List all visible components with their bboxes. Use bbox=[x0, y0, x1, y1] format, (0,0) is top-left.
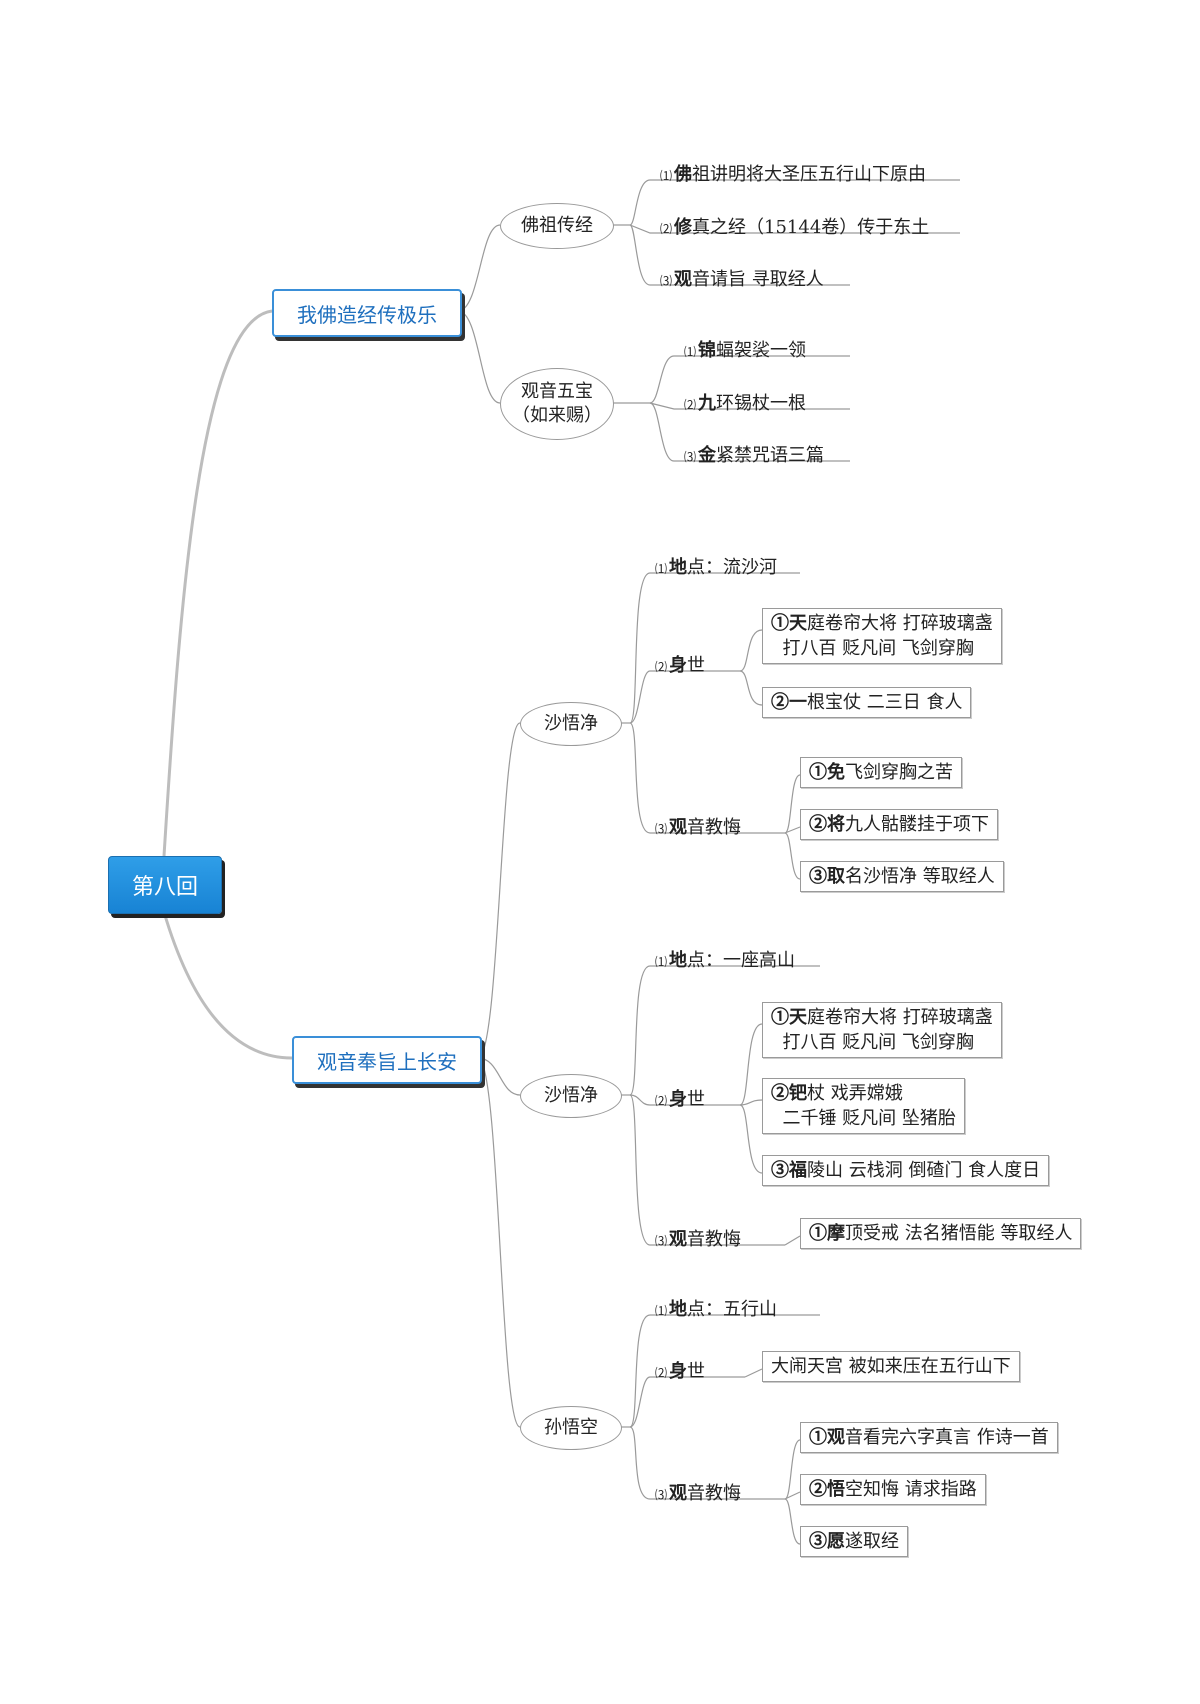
leaf-item: ⑵身世 bbox=[655, 1361, 706, 1382]
leaf-item: ⑴地点：一座高山 bbox=[655, 950, 796, 971]
subtopic-guanyin-wubao[interactable]: 观音五宝 （如来赐） bbox=[500, 368, 614, 440]
connector-line bbox=[629, 179, 960, 226]
leaf-item: ⑴地点：五行山 bbox=[655, 1299, 778, 1320]
connector-line bbox=[784, 1439, 801, 1500]
connector-line bbox=[739, 670, 763, 706]
connector-line bbox=[784, 1491, 801, 1500]
detail-box: ②一根宝仗 二三日 食人 bbox=[762, 687, 972, 718]
leaf-item: ⑵修真之经（15144卷）传于东土 bbox=[660, 217, 930, 238]
leaf-item: ⑴锦蝠袈裟一领 bbox=[684, 340, 807, 361]
leaf-item: ⑴佛祖讲明将大圣压五行山下原由 bbox=[660, 164, 927, 185]
detail-box: ②钯杖 戏弄嫦娥 二千锤 贬凡间 坠猪胎 bbox=[762, 1078, 965, 1134]
detail-box: ②将九人骷髅挂于项下 bbox=[800, 809, 998, 840]
connector-line bbox=[739, 629, 763, 672]
detail-box: ①免飞剑穿胸之苦 bbox=[800, 757, 962, 788]
connector-line bbox=[629, 1094, 740, 1106]
connector-line bbox=[744, 1368, 763, 1378]
connector-line bbox=[629, 1426, 785, 1500]
connector-line bbox=[629, 670, 740, 724]
subtopic-sun-wukong[interactable]: 孙悟空 bbox=[520, 1406, 622, 1450]
leaf-item: ⑵身世 bbox=[655, 1089, 706, 1110]
detail-box: ②悟空知悔 请求指路 bbox=[800, 1474, 986, 1505]
detail-box: ①观音看完六字真言 作诗一首 bbox=[800, 1422, 1058, 1453]
connector-line bbox=[784, 1498, 801, 1545]
connector-line bbox=[457, 310, 501, 404]
connector-line bbox=[477, 1057, 521, 1428]
connector-line bbox=[784, 826, 801, 834]
connector-line bbox=[477, 722, 521, 1059]
leaf-item: ⑶观音请旨 寻取经人 bbox=[660, 269, 824, 290]
connector-line bbox=[629, 1094, 785, 1246]
branch-node-2[interactable]: 观音奉旨上长安 bbox=[292, 1036, 482, 1084]
connector-line bbox=[162, 309, 273, 857]
subtopic-sha-wujing-2[interactable]: 沙悟净 bbox=[520, 1074, 622, 1118]
leaf-item: ⑴地点：流沙河 bbox=[655, 557, 778, 578]
connector-line bbox=[784, 1235, 801, 1246]
connector-line bbox=[629, 965, 820, 1096]
connector-line bbox=[629, 224, 960, 234]
connector-line bbox=[162, 911, 293, 1060]
connector-line bbox=[629, 572, 800, 724]
connector-line bbox=[784, 774, 801, 834]
detail-box: ③愿遂取经 bbox=[800, 1526, 908, 1557]
subtopic-fozu-chuanjing[interactable]: 佛祖传经 bbox=[500, 203, 614, 249]
subtopic-sha-wujing-1[interactable]: 沙悟净 bbox=[520, 702, 622, 746]
leaf-item: ⑶观音教悔 bbox=[655, 817, 742, 838]
leaf-item: ⑵九环锡杖一根 bbox=[684, 393, 807, 414]
leaf-item: ⑶观音教悔 bbox=[655, 1229, 742, 1250]
connector-line bbox=[629, 1376, 745, 1428]
connector-line bbox=[649, 402, 850, 462]
connector-line bbox=[629, 722, 785, 834]
root-node[interactable]: 第八回 bbox=[108, 856, 222, 914]
detail-box: ①摩顶受戒 法名猪悟能 等取经人 bbox=[800, 1218, 1082, 1249]
detail-box: ①天庭卷帘大将 打碎玻璃盏 打八百 贬凡间 飞剑穿胸 bbox=[762, 1002, 1002, 1058]
leaf-item: ⑶金紧禁咒语三篇 bbox=[684, 445, 825, 466]
connector-line bbox=[457, 224, 501, 312]
connector-line bbox=[739, 1104, 763, 1174]
detail-box: ③取名沙悟净 等取经人 bbox=[800, 861, 1004, 892]
connector-line bbox=[649, 355, 850, 404]
connector-line bbox=[784, 832, 801, 880]
connector-line bbox=[629, 1314, 820, 1428]
connector-line bbox=[739, 1099, 763, 1106]
leaf-item: ⑵身世 bbox=[655, 655, 706, 676]
detail-box: ③福陵山 云栈洞 倒碴门 食人度日 bbox=[762, 1155, 1050, 1186]
connector-line bbox=[739, 1023, 763, 1106]
branch-node-1[interactable]: 我佛造经传极乐 bbox=[272, 289, 462, 337]
connector-line bbox=[629, 224, 850, 286]
detail-box: ①天庭卷帘大将 打碎玻璃盏 打八百 贬凡间 飞剑穿胸 bbox=[762, 608, 1002, 664]
leaf-item: ⑶观音教悔 bbox=[655, 1483, 742, 1504]
connector-line bbox=[477, 1057, 521, 1096]
connector-line bbox=[649, 402, 850, 410]
detail-box: 大闹天宫 被如来压在五行山下 bbox=[762, 1351, 1020, 1382]
